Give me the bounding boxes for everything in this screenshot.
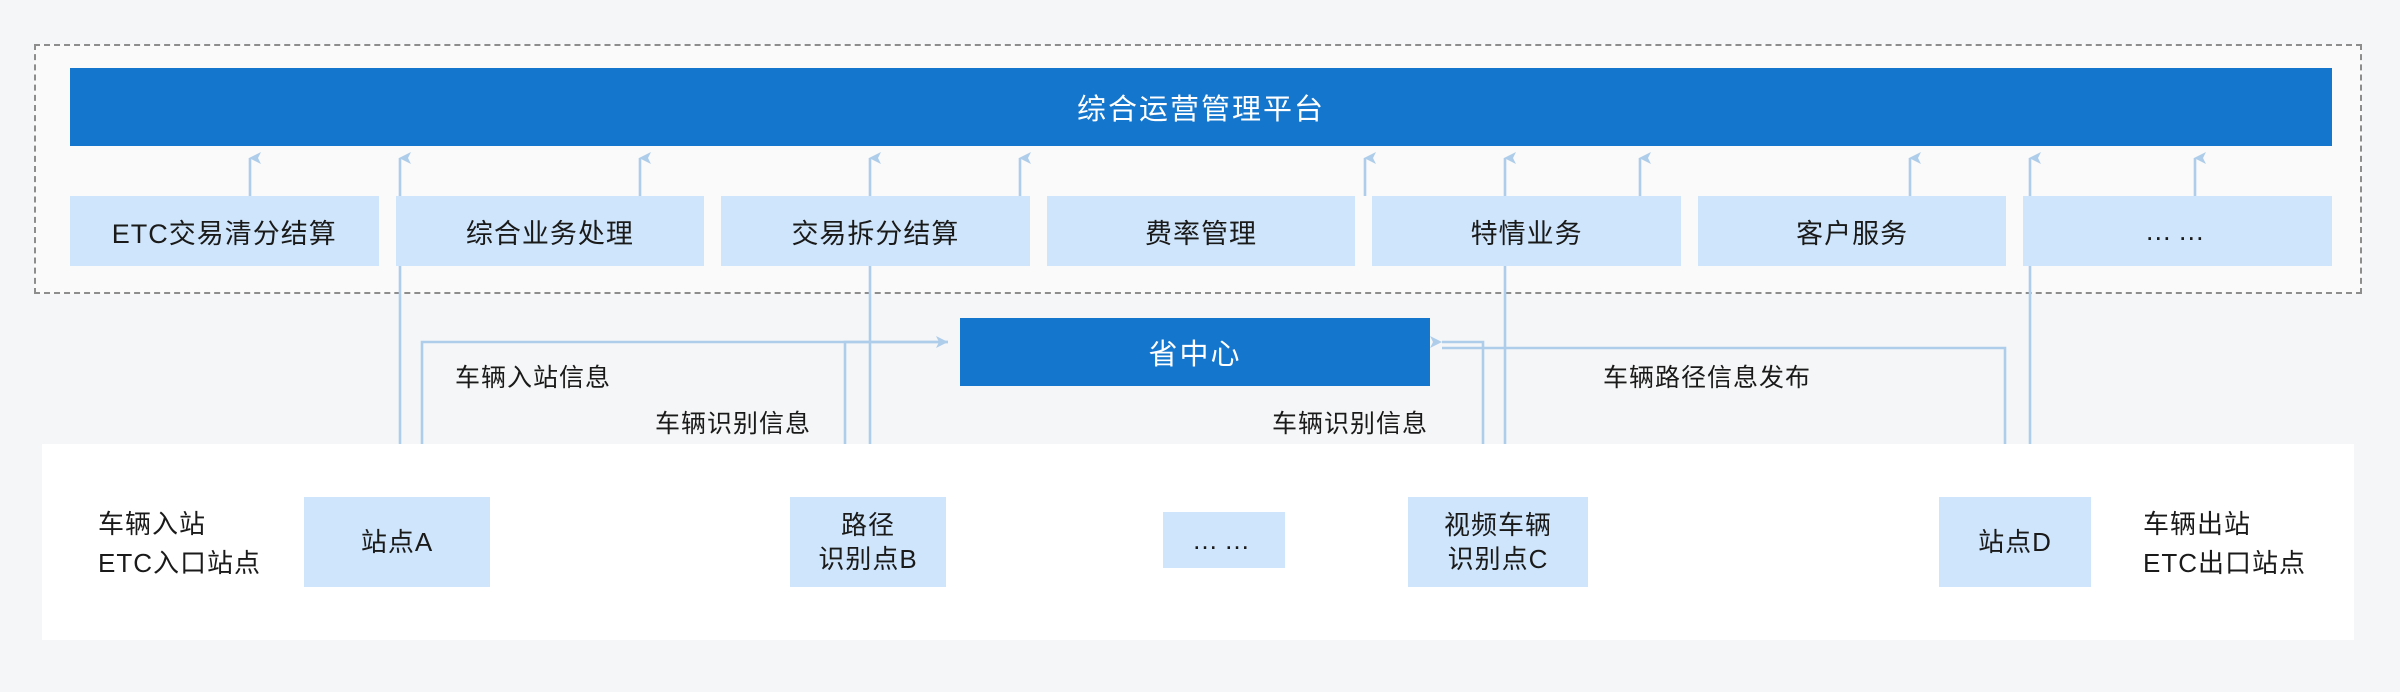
module-label: …… <box>2144 215 2211 246</box>
edge-label-vehicle-id-info-right: 车辆识别信息 <box>1272 410 1429 438</box>
flow-node-line: …… <box>1192 524 1256 555</box>
edge-label-vehicle-id-info-left: 车辆识别信息 <box>655 410 812 438</box>
flow-node-line: 视频车辆 <box>1443 509 1552 540</box>
edge-label-vehicle-entry-info: 车辆入站信息 <box>455 364 612 392</box>
module-label: 费率管理 <box>1145 218 1258 249</box>
module-label: 综合业务处理 <box>465 218 634 249</box>
flow-node-line: 站点A <box>360 526 434 557</box>
module-label: 特情业务 <box>1470 218 1583 249</box>
module-special-case[interactable]: 特情业务 <box>1372 196 1681 266</box>
flow-node-video-point-c[interactable]: 视频车辆 识别点C <box>1408 497 1588 587</box>
flow-node-path-point-b[interactable]: 路径 识别点B <box>790 497 946 587</box>
module-rate-management[interactable]: 费率管理 <box>1046 196 1356 266</box>
caption-exit: 车辆出站 ETC出口站点 <box>2143 509 2307 578</box>
flow-node-station-a[interactable]: 站点A <box>304 497 490 587</box>
flow-node-line: 路径 <box>840 509 895 540</box>
module-customer-service[interactable]: 客户服务 <box>1697 196 2007 266</box>
platform-title-bar[interactable]: 综合运营管理平台 <box>70 68 2332 146</box>
module-label: 交易拆分结算 <box>791 218 960 249</box>
flow-node-line: 识别点B <box>818 544 918 574</box>
module-label: ETC交易清分结算 <box>111 218 337 249</box>
province-center-box[interactable]: 省中心 <box>960 318 1430 386</box>
module-transaction-split[interactable]: 交易拆分结算 <box>721 196 1030 266</box>
module-more[interactable]: …… <box>2023 196 2333 266</box>
platform-title: 综合运营管理平台 <box>1076 94 1325 126</box>
module-integrated-business[interactable]: 综合业务处理 <box>395 196 705 266</box>
flow-node-ellipsis[interactable]: …… <box>1163 512 1285 568</box>
module-etc-clearing[interactable]: ETC交易清分结算 <box>70 196 379 266</box>
flow-node-line: 站点D <box>1978 526 2052 557</box>
flow-node-station-d[interactable]: 站点D <box>1939 497 2091 587</box>
caption-entry: 车辆入站 ETC入口站点 <box>98 509 262 578</box>
flow-node-line: 识别点C <box>1447 544 1549 574</box>
province-center-title: 省中心 <box>1148 339 1242 371</box>
module-row: ETC交易清分结算 综合业务处理 交易拆分结算 费率管理 特情业务 客户服务 …… <box>70 196 2333 266</box>
module-label: 客户服务 <box>1796 218 1909 249</box>
edge-label-vehicle-route-publish: 车辆路径信息发布 <box>1603 364 1812 392</box>
